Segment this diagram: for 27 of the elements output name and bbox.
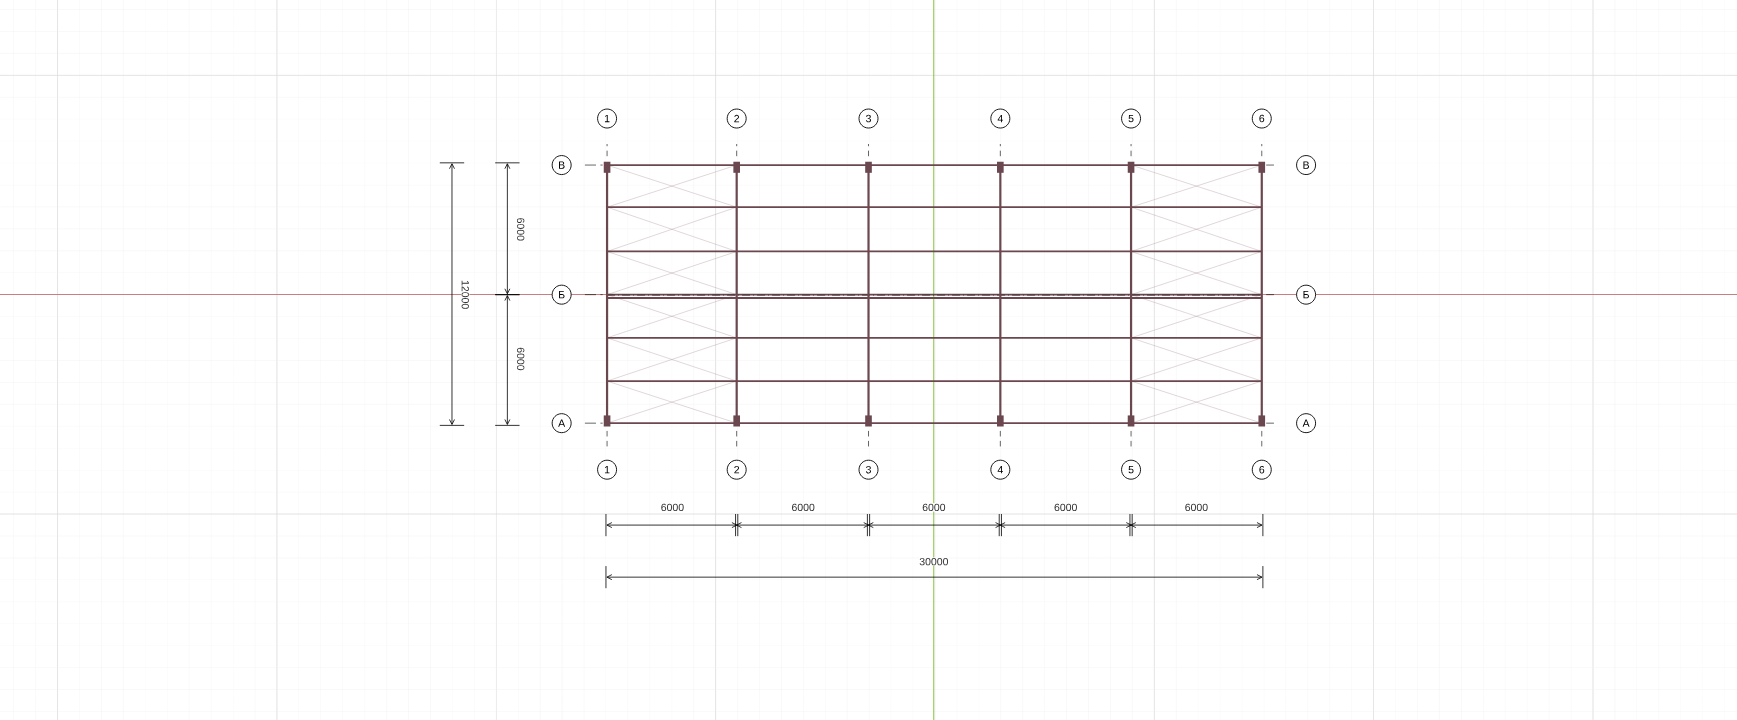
dimension-label: 6000 <box>921 503 947 512</box>
axis-bubble: 4 <box>990 459 1011 480</box>
dimension-label: 6000 <box>516 217 525 242</box>
dimension-label: 6000 <box>660 503 685 512</box>
axis-bubble: 6 <box>1251 108 1272 129</box>
axis-bubble: А <box>551 413 572 434</box>
dimension-label: 6000 <box>790 503 816 512</box>
axis-bubble: Б <box>1296 284 1317 305</box>
axis-bubble: В <box>1296 155 1317 175</box>
axis-bubble: 5 <box>1121 108 1141 129</box>
axis-bubble: 1 <box>597 108 618 129</box>
dimension-label: 30000 <box>918 557 949 566</box>
axis-bubble: 1 <box>597 459 618 480</box>
axis-bubble: 2 <box>726 108 747 129</box>
axis-bubble: 2 <box>726 459 747 480</box>
axis-bubble: 6 <box>1251 459 1272 480</box>
dimension-label: 6000 <box>1053 503 1078 512</box>
axis-bubble: 4 <box>990 108 1011 129</box>
axis-bubble: 3 <box>858 459 879 480</box>
axis-bubble: 3 <box>858 108 879 129</box>
dimension-label: 6000 <box>1184 503 1209 512</box>
axis-bubble: 5 <box>1121 459 1141 480</box>
axis-bubble: Б <box>551 284 572 305</box>
dimension-label: 12000 <box>461 279 470 310</box>
axis-bubble: А <box>1296 413 1317 434</box>
axis-bubble: В <box>551 155 572 175</box>
dimension-label: 6000 <box>516 346 525 372</box>
